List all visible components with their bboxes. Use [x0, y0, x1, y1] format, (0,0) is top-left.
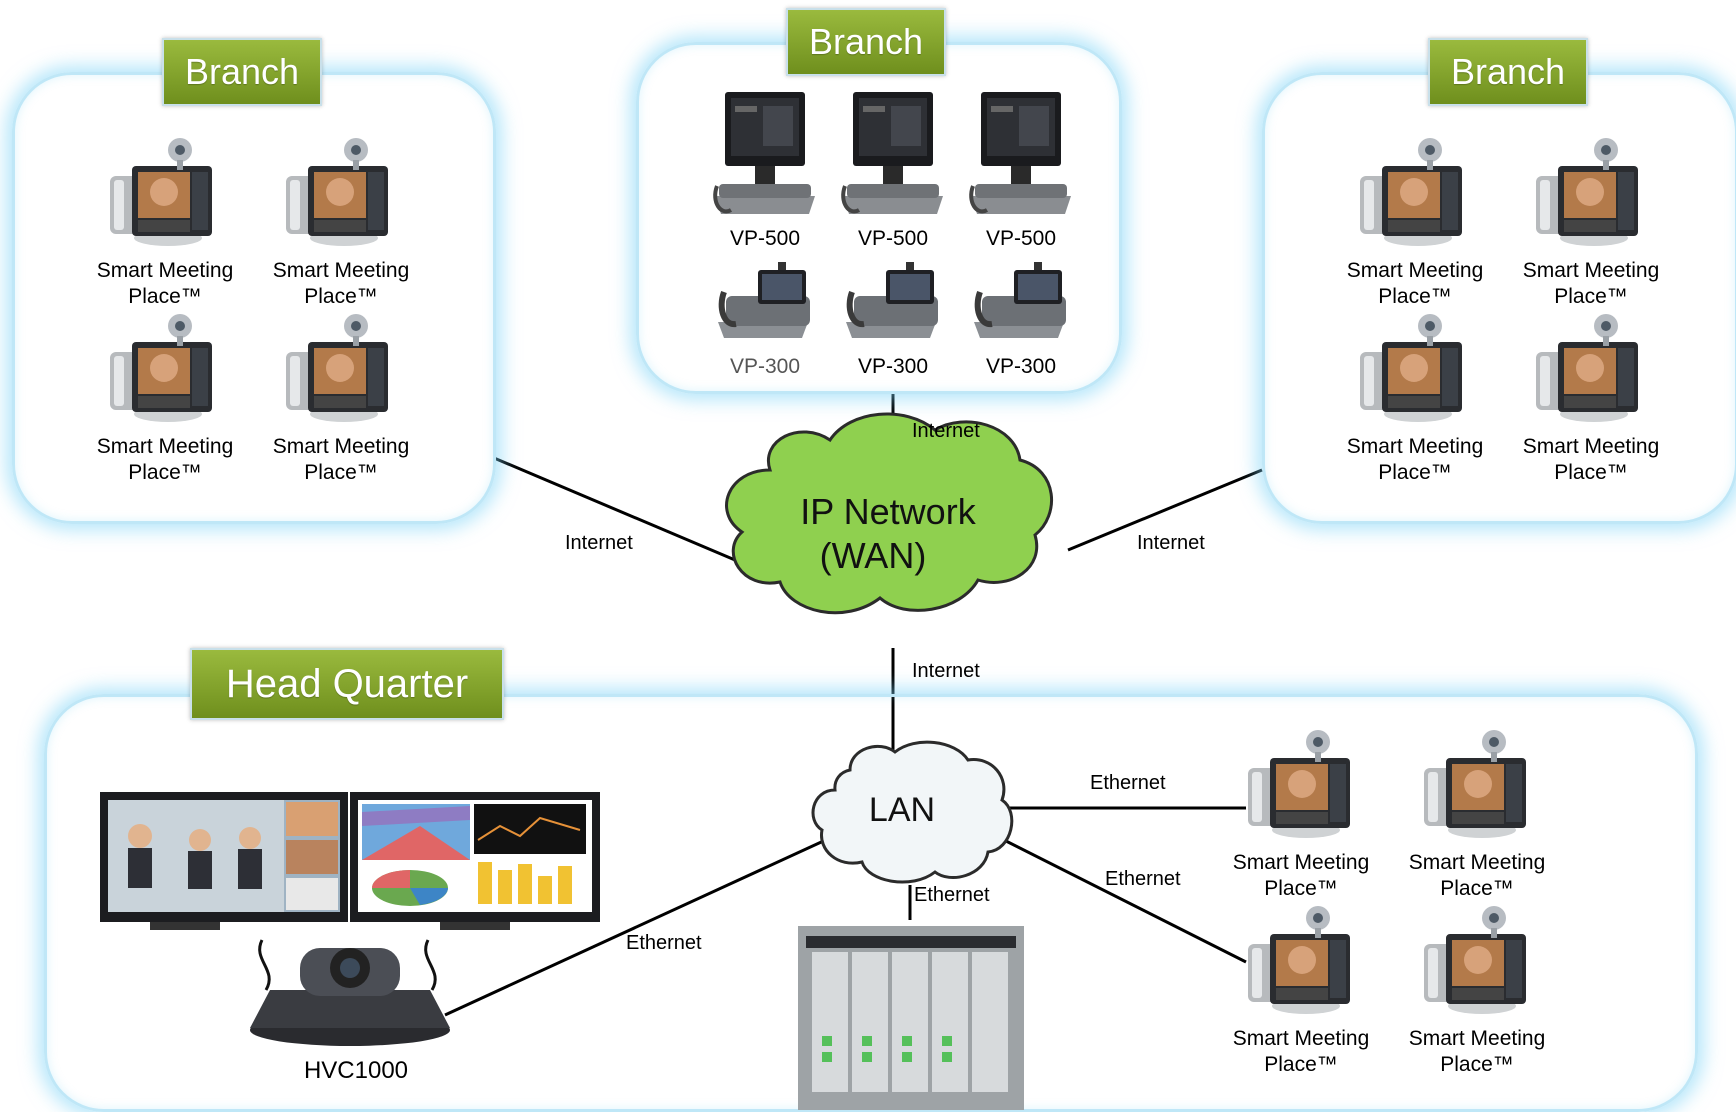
smp-label-line2: Place™ — [1554, 285, 1628, 308]
smp-label-line1: Smart Meeting — [1408, 1027, 1546, 1050]
vp300-phone-icon — [718, 262, 810, 338]
wan-cloud-label-line2: (WAN) — [819, 535, 927, 576]
smp-label-line2: Place™ — [128, 461, 202, 484]
smart-meeting-place-icon — [286, 138, 388, 246]
mcu-rack-icon — [798, 926, 1024, 1110]
link-label-internet-right: Internet — [1137, 532, 1205, 554]
lan-cloud-icon — [811, 740, 1014, 884]
vp500-label: VP-500 — [729, 227, 801, 250]
link-right-branch-wan — [1067, 468, 1263, 552]
vp300-label: VP-300 — [857, 355, 929, 378]
smp-label-line2: Place™ — [1378, 285, 1452, 308]
smp-label-line1: Smart Meeting — [1522, 435, 1660, 458]
smart-meeting-place-icon — [1424, 730, 1526, 838]
smp-label-line2: Place™ — [1554, 461, 1628, 484]
smp-label-line2: Place™ — [1264, 1053, 1338, 1076]
wan-cloud-icon — [725, 412, 1054, 615]
smp-label-line1: Smart Meeting — [1522, 259, 1660, 282]
link-label-ethernet-smp-top: Ethernet — [1090, 772, 1166, 794]
branch-right-title: Branch — [1428, 38, 1588, 106]
smp-label-line1: Smart Meeting — [1346, 259, 1484, 282]
smp-label-line2: Place™ — [1440, 877, 1514, 900]
vp500-phone-icon — [713, 90, 817, 216]
link-label-internet-hq: Internet — [912, 660, 980, 682]
vp500-label: VP-500 — [985, 227, 1057, 250]
vp500-label: VP-500 — [857, 227, 929, 250]
vp300-phone-icon — [974, 262, 1066, 338]
vp300-phone-icon — [846, 262, 938, 338]
link-lan-hvc — [444, 836, 831, 1017]
smp-label-line2: Place™ — [304, 461, 378, 484]
smp-label-line1: Smart Meeting — [272, 435, 410, 458]
link-left-branch-wan — [493, 456, 736, 562]
vp500-phone-icon — [969, 90, 1073, 216]
vp300-label: VP-300 — [985, 355, 1057, 378]
link-label-ethernet-smp-bottom: Ethernet — [1105, 868, 1181, 890]
smart-meeting-place-icon — [1536, 314, 1638, 422]
link-label-ethernet-mcu: Ethernet — [914, 884, 990, 906]
smart-meeting-place-icon — [1424, 906, 1526, 1014]
hvc-label: HVC1000 — [303, 1057, 409, 1084]
hvc-camera-icon — [250, 948, 450, 1046]
smp-label-line1: Smart Meeting — [96, 259, 234, 282]
link-label-internet-center: Internet — [912, 420, 980, 442]
smp-label-line2: Place™ — [1378, 461, 1452, 484]
wan-cloud-label-line1: IP Network — [800, 491, 976, 532]
vp300-label: VP-300 — [729, 355, 801, 378]
smp-label-line1: Smart Meeting — [1232, 1027, 1370, 1050]
smp-label-line2: Place™ — [1264, 877, 1338, 900]
smart-meeting-place-icon — [1248, 730, 1350, 838]
smart-meeting-place-icon — [286, 314, 388, 422]
lan-cloud-label: LAN — [868, 791, 936, 829]
smp-label-line1: Smart Meeting — [1408, 851, 1546, 874]
smp-label-line2: Place™ — [128, 285, 202, 308]
branch-left-title: Branch — [162, 38, 322, 106]
smp-label-line1: Smart Meeting — [1346, 435, 1484, 458]
smart-meeting-place-icon — [110, 314, 212, 422]
smp-label-line1: Smart Meeting — [96, 435, 234, 458]
smp-label-line1: Smart Meeting — [272, 259, 410, 282]
link-label-ethernet-hvc: Ethernet — [626, 932, 702, 954]
smart-meeting-place-icon — [1536, 138, 1638, 246]
smart-meeting-place-icon — [1360, 314, 1462, 422]
vp500-phone-icon — [841, 90, 945, 216]
smart-meeting-place-icon — [110, 138, 212, 246]
hvc-cables-icon — [258, 939, 437, 991]
smp-label-line2: Place™ — [1440, 1053, 1514, 1076]
head-quarter-title: Head Quarter — [190, 648, 504, 720]
smart-meeting-place-icon — [1360, 138, 1462, 246]
link-label-internet-left: Internet — [565, 532, 633, 554]
smp-label-line2: Place™ — [304, 285, 378, 308]
link-lan-smp-bottom — [1003, 838, 1247, 964]
hvc-monitors-icon — [100, 792, 600, 930]
smp-label-line1: Smart Meeting — [1232, 851, 1370, 874]
branch-center-title: Branch — [786, 8, 946, 76]
smart-meeting-place-icon — [1248, 906, 1350, 1014]
